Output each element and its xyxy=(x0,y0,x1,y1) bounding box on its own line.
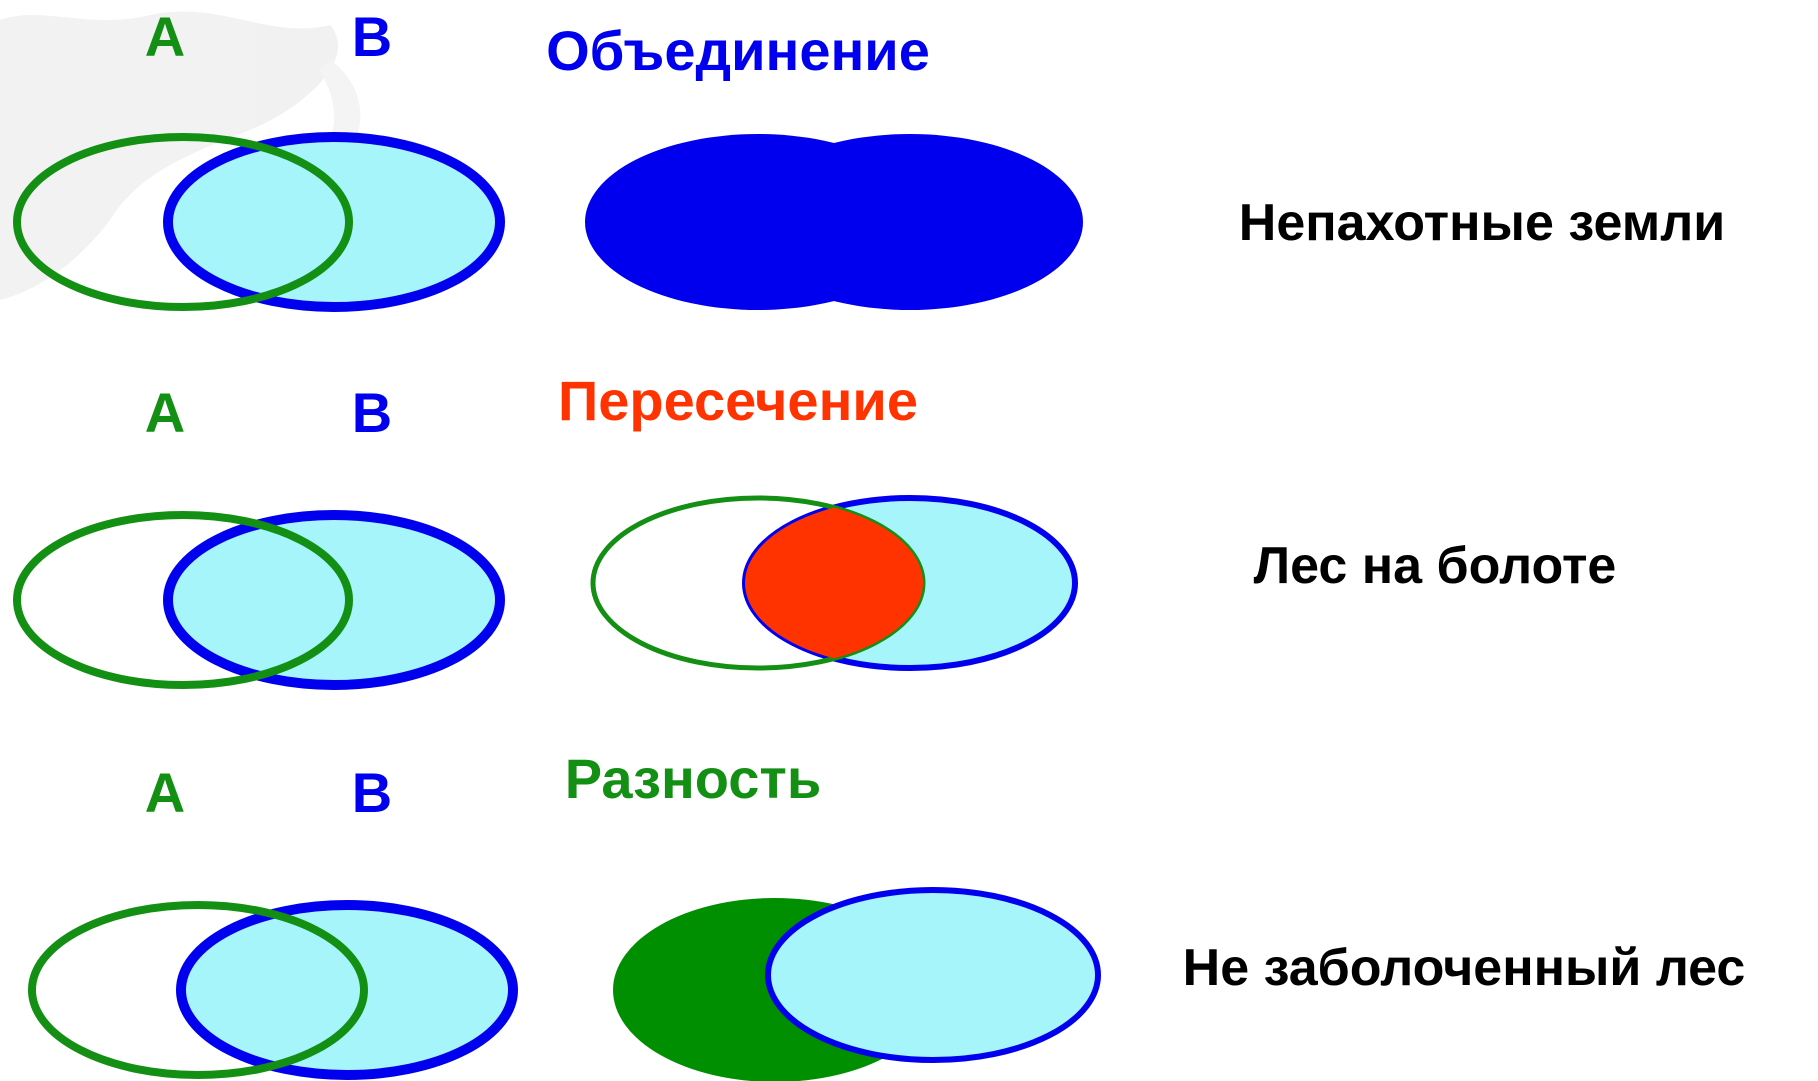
set-b-label: B xyxy=(352,381,392,444)
union-right-lobe xyxy=(737,134,1083,310)
intersection-input-venn xyxy=(13,510,505,690)
union-example: Непахотные земли xyxy=(1239,194,1725,252)
background-map-texture xyxy=(0,11,361,300)
union-input-venn xyxy=(13,132,505,312)
intersection-fill xyxy=(745,498,923,668)
set-b-ellipse xyxy=(765,887,1101,1063)
set-b-ellipse xyxy=(163,132,505,312)
set-a-label: A xyxy=(145,761,185,824)
row-intersection: A B Пересечение Лес на болоте xyxy=(13,369,1617,690)
set-b-ellipse xyxy=(163,510,505,690)
intersection-title: Пересечение xyxy=(558,369,918,432)
difference-result-venn xyxy=(613,887,1101,1081)
row-difference: A B Разность Не заболоченный лес xyxy=(28,747,1746,1081)
set-a-label: A xyxy=(145,5,185,68)
intersection-result-venn xyxy=(590,495,1078,671)
difference-example: Не заболоченный лес xyxy=(1183,939,1746,997)
difference-input-venn xyxy=(28,900,518,1080)
set-b-label: B xyxy=(352,761,392,824)
set-a-label: A xyxy=(145,381,185,444)
set-a-ellipse xyxy=(28,901,368,1079)
set-a-ellipse xyxy=(13,511,353,689)
set-a-ellipse xyxy=(13,133,353,311)
set-b-ellipse xyxy=(176,900,518,1080)
union-title: Объединение xyxy=(546,19,930,82)
intersection-example: Лес на болоте xyxy=(1254,537,1617,595)
row-union: A B Объединение Непахотные земли xyxy=(13,5,1725,312)
difference-title: Разность xyxy=(565,747,822,810)
union-result-shape xyxy=(585,134,1083,310)
set-b-label: B xyxy=(352,5,392,68)
